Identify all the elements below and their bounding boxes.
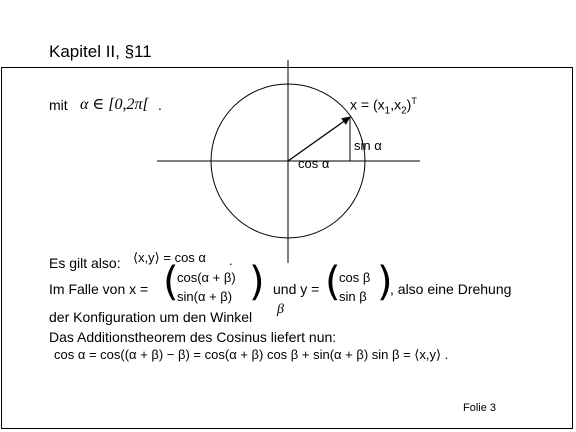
inner-product-period: . <box>229 253 233 268</box>
slide-title: Kapitel II, §11 <box>49 42 152 61</box>
domain-prefix: mit <box>49 97 68 113</box>
left-paren: ( <box>325 259 341 305</box>
vector-x-matrix: ( cos(α + β) sin(α + β) ) <box>163 262 265 308</box>
im-falle-text: Im Falle von x = <box>49 281 149 297</box>
vector-x-arrow <box>287 116 351 162</box>
konfiguration-text: der Konfiguration um den Winkel <box>49 309 253 325</box>
vector-x-label: x = (x1,x2)T <box>350 96 417 117</box>
slide-number: Folie 3 <box>463 402 497 414</box>
unit-circle <box>210 83 366 239</box>
right-paren: ) <box>249 259 265 305</box>
domain-period: . <box>158 97 162 113</box>
vector-y-bottom: sin β <box>339 289 367 304</box>
cosine-label: cos α <box>298 156 330 171</box>
also-drehung-text: , also eine Drehung <box>390 281 512 297</box>
vector-y-matrix: ( cos β sin β ) <box>325 262 393 308</box>
addition-formula: cos α = cos((α + β) − β) = cos(α + β) co… <box>54 347 449 362</box>
und-y-text: und y = <box>273 281 320 297</box>
additionstheorem-text: Das Additionstheorem des Cosinus liefert… <box>49 329 337 345</box>
slide-frame <box>1 67 573 429</box>
winkel-beta: β <box>277 302 284 317</box>
left-paren: ( <box>163 259 179 305</box>
es-gilt-text: Es gilt also: <box>49 255 121 271</box>
sine-label: sin α <box>354 138 382 153</box>
vector-x-bottom: sin(α + β) <box>177 289 233 304</box>
domain-expression: α ∈ [0,2π[ <box>80 96 149 113</box>
vector-x-top: cos(α + β) <box>177 270 236 285</box>
right-paren: ) <box>377 259 393 305</box>
inner-product-equation: ⟨x,y⟩ = cos α <box>133 250 206 265</box>
vector-y-top: cos β <box>339 270 371 285</box>
